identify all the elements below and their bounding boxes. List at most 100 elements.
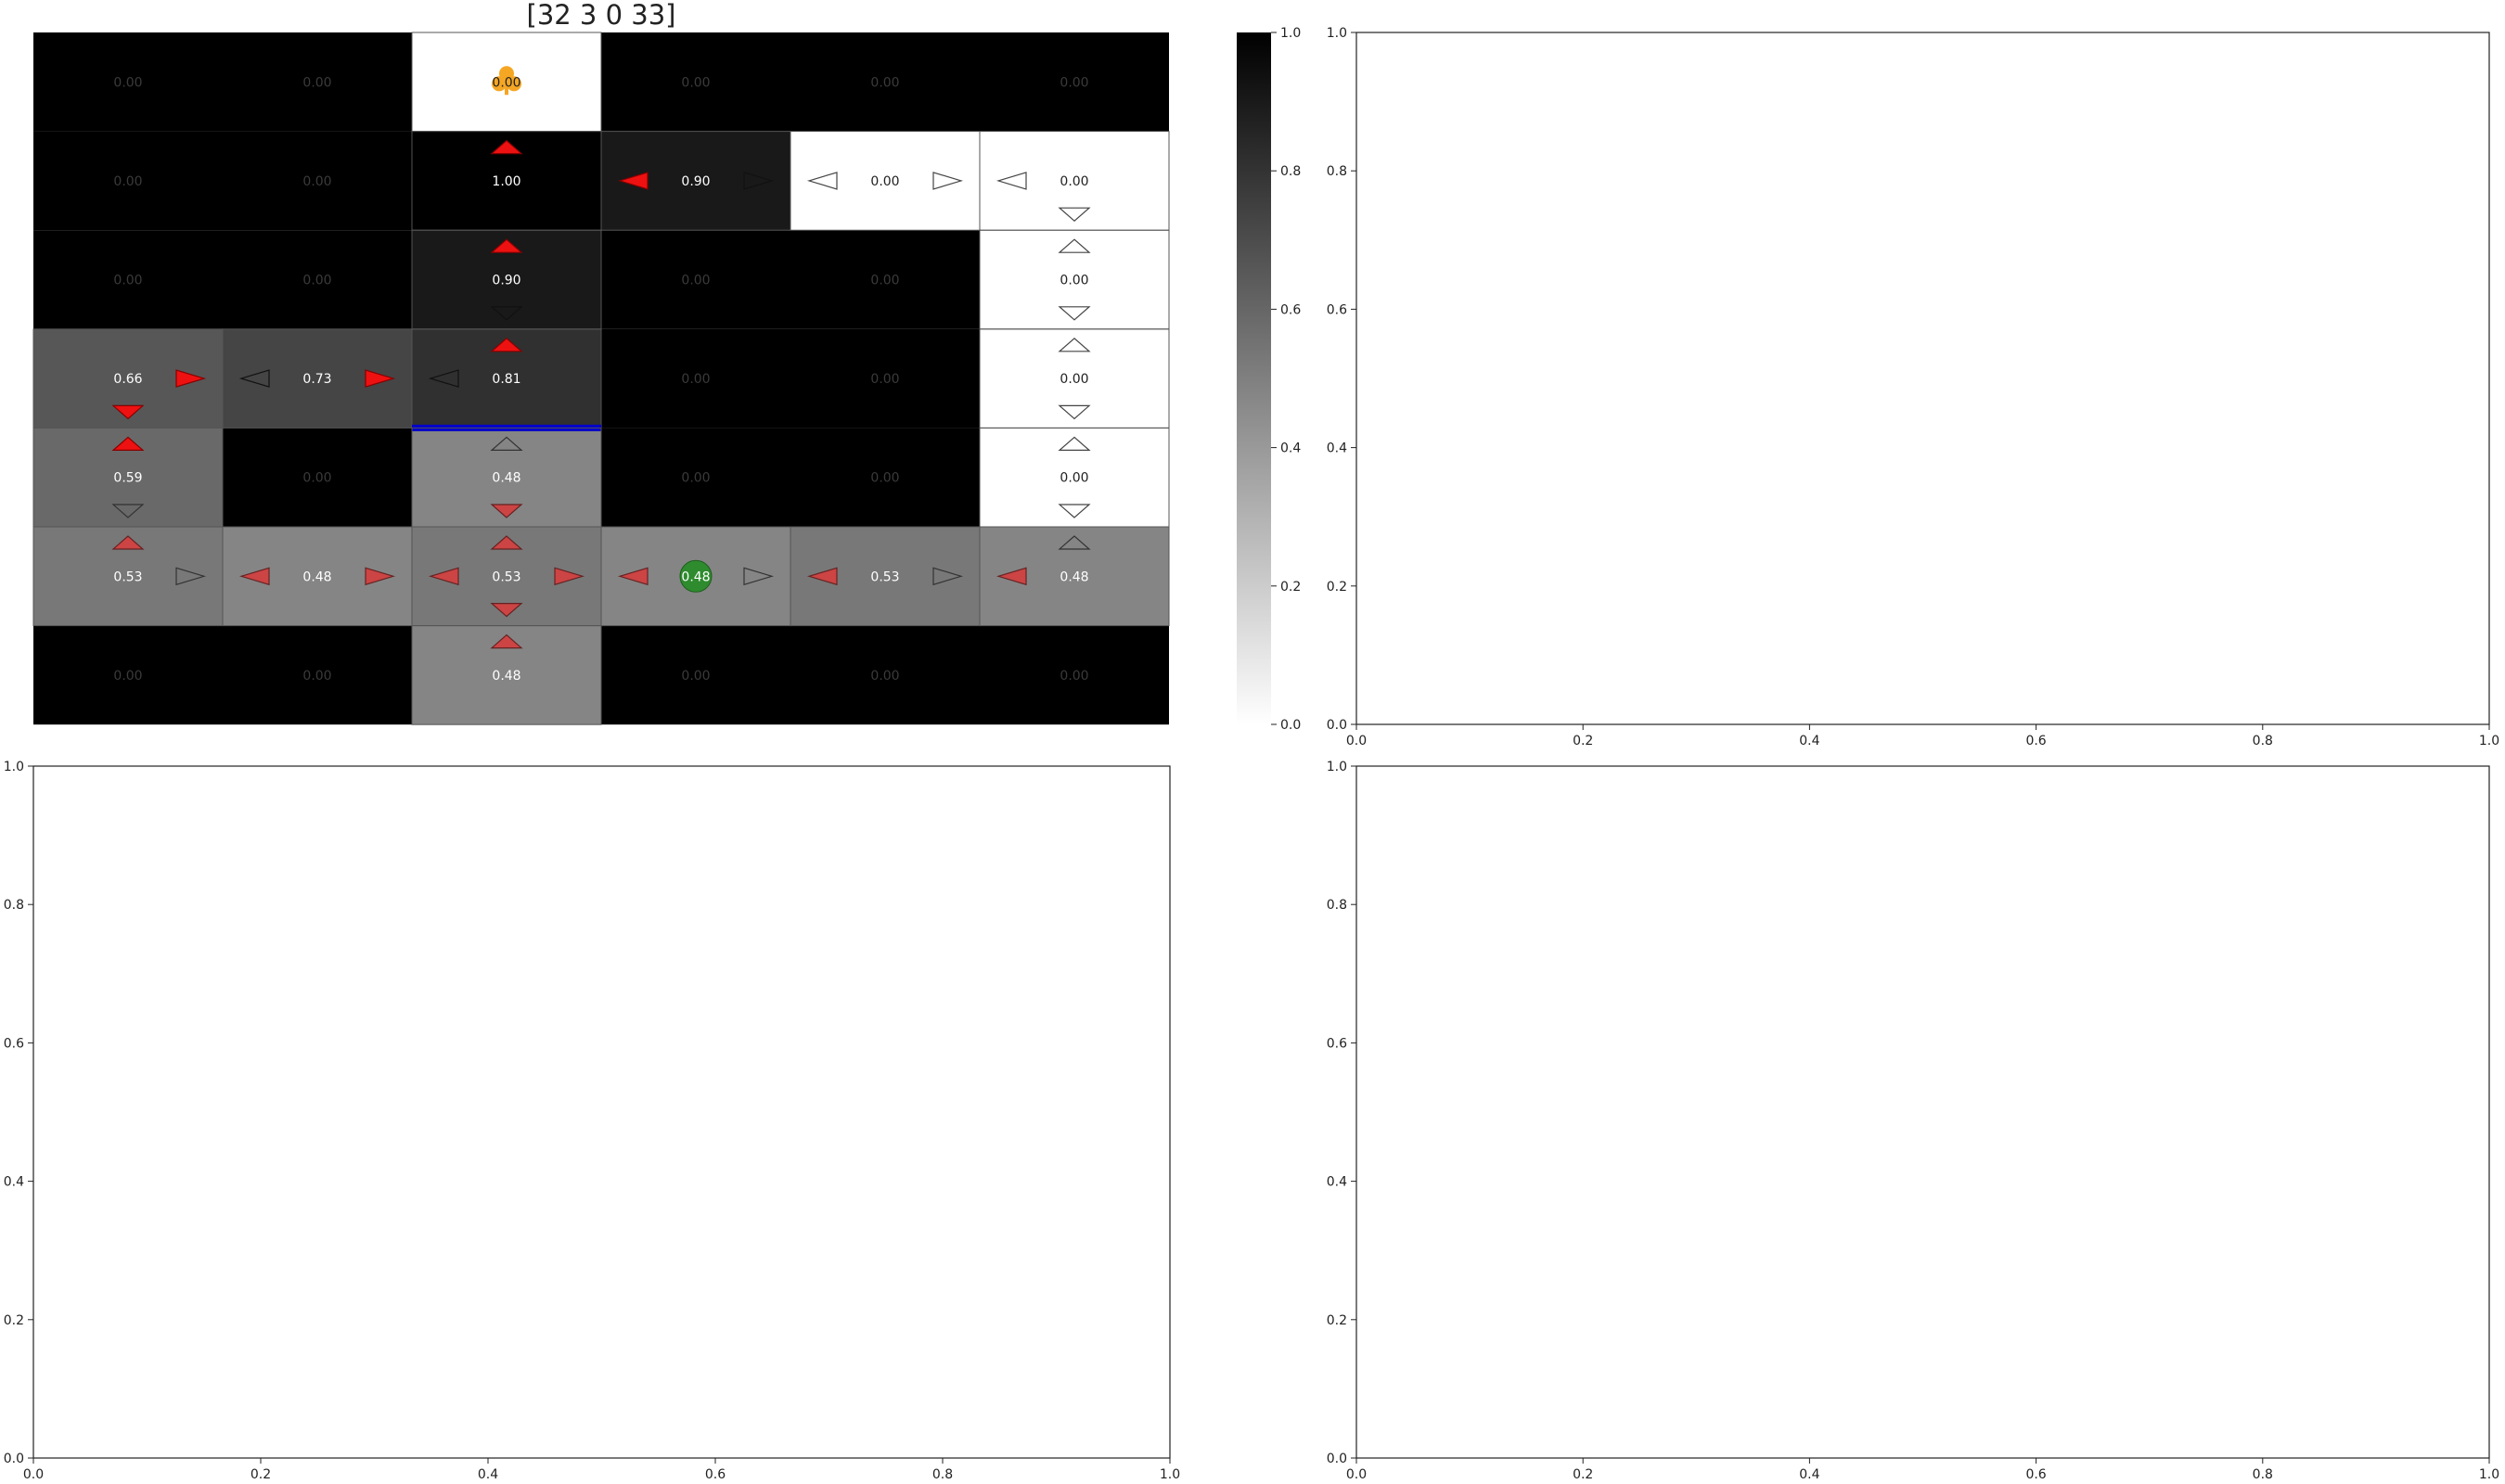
cell-value-label: 0.00 bbox=[870, 471, 899, 486]
arrow-up-icon bbox=[490, 338, 523, 352]
agent-marker bbox=[679, 559, 713, 593]
cell-value-label: 0.00 bbox=[870, 669, 899, 684]
arrow-right-icon bbox=[175, 369, 207, 388]
grid-cell bbox=[790, 428, 980, 527]
arrow-down-icon bbox=[1058, 404, 1091, 420]
arrow-up-icon bbox=[111, 535, 145, 550]
colorbar-tick-label: 0.8 bbox=[1280, 164, 1301, 179]
arrow-left-icon bbox=[238, 369, 270, 388]
y-tick-label: 0.0 bbox=[1327, 718, 1347, 733]
cell-value-label: 0.00 bbox=[681, 75, 710, 90]
cell-value-label: 0.00 bbox=[302, 75, 331, 90]
colorbar-tick-label: 0.4 bbox=[1280, 441, 1301, 456]
colorbar-tick-label: 0.2 bbox=[1280, 580, 1301, 595]
arrow-down-icon bbox=[1058, 504, 1091, 518]
cell-value-label: 0.00 bbox=[492, 75, 520, 90]
cell-value-label: 0.90 bbox=[681, 174, 710, 189]
grid-cell bbox=[223, 32, 412, 132]
x-tick-label: 0.6 bbox=[2025, 734, 2046, 748]
y-tick-label: 0.2 bbox=[1327, 1313, 1347, 1328]
y-tick-label: 0.0 bbox=[4, 1452, 24, 1466]
cell-border bbox=[411, 625, 602, 725]
x-tick-label: 0.8 bbox=[2253, 734, 2273, 748]
arrow-down-icon bbox=[1058, 306, 1091, 321]
x-tick-label: 0.0 bbox=[1346, 734, 1367, 748]
grid-cell bbox=[601, 428, 790, 527]
cell-value-label: 0.00 bbox=[113, 174, 142, 189]
x-tick-label: 0.0 bbox=[23, 1467, 44, 1482]
grid-cell bbox=[980, 32, 1169, 132]
arrow-up-icon bbox=[1058, 238, 1091, 253]
arrow-up-icon bbox=[1058, 535, 1091, 550]
colorbar-tick-label: 0.0 bbox=[1280, 718, 1301, 733]
cell-value-label: 0.00 bbox=[302, 471, 331, 486]
arrow-left-icon bbox=[996, 172, 1027, 190]
arrow-up-icon bbox=[1058, 436, 1091, 451]
cell-value-label: 0.00 bbox=[113, 669, 142, 684]
arrow-right-icon bbox=[932, 567, 964, 586]
colorbar-tick-label: 0.6 bbox=[1280, 302, 1301, 317]
y-tick-label: 0.4 bbox=[1327, 441, 1347, 456]
cell-value-label: 0.00 bbox=[113, 274, 142, 288]
y-tick-label: 0.2 bbox=[1327, 580, 1347, 595]
heatmap-title: [32 3 0 33] bbox=[527, 0, 676, 31]
cell-value-label: 0.00 bbox=[1060, 471, 1088, 486]
goal-club-lobe bbox=[492, 76, 507, 92]
y-tick-label: 1.0 bbox=[1327, 26, 1347, 41]
y-tick-label: 0.8 bbox=[1327, 898, 1347, 913]
y-tick-label: 0.6 bbox=[1327, 1036, 1347, 1051]
cell-value-label: 0.81 bbox=[492, 372, 520, 387]
y-tick-label: 0.0 bbox=[1327, 1452, 1347, 1466]
x-tick-label: 0.2 bbox=[1573, 734, 1593, 748]
x-tick-label: 0.6 bbox=[2025, 1467, 2046, 1482]
y-tick-label: 1.0 bbox=[4, 760, 24, 774]
arrow-right-icon bbox=[932, 172, 964, 190]
grid-cell bbox=[33, 131, 223, 231]
cell-value-label: 0.48 bbox=[1060, 569, 1088, 584]
arrow-right-icon bbox=[175, 567, 207, 586]
cell-value-label: 0.00 bbox=[1060, 75, 1088, 90]
cell-value-label: 0.00 bbox=[870, 274, 899, 288]
y-tick-label: 0.6 bbox=[4, 1036, 24, 1051]
y-tick-label: 0.4 bbox=[1327, 1175, 1347, 1190]
cell-value-label: 0.48 bbox=[302, 569, 331, 584]
arrow-up-icon bbox=[1058, 338, 1091, 352]
arrow-left-icon bbox=[617, 567, 649, 586]
arrow-left-icon bbox=[806, 172, 838, 190]
arrow-down-icon bbox=[111, 504, 145, 518]
x-tick-label: 0.0 bbox=[1346, 1467, 1367, 1482]
grid-cell bbox=[790, 328, 980, 429]
grid-cell bbox=[223, 625, 412, 725]
y-tick-label: 0.4 bbox=[4, 1175, 24, 1190]
y-tick-label: 0.8 bbox=[1327, 164, 1347, 179]
arrow-down-icon bbox=[490, 306, 523, 321]
arrow-up-icon bbox=[490, 436, 523, 451]
cell-value-label: 0.00 bbox=[1060, 274, 1088, 288]
arrow-left-icon bbox=[806, 567, 838, 586]
axes-frame bbox=[1355, 765, 2490, 1459]
cell-value-label: 0.73 bbox=[302, 372, 331, 387]
arrow-left-icon bbox=[996, 567, 1027, 586]
grid-cell bbox=[601, 230, 790, 329]
arrow-right-icon bbox=[743, 172, 775, 190]
heatmap-markers bbox=[492, 66, 713, 593]
grid-cell bbox=[790, 625, 980, 725]
arrow-up-icon bbox=[490, 535, 523, 550]
grid-cell bbox=[223, 230, 412, 329]
cell-value-label: 0.48 bbox=[492, 471, 520, 486]
arrow-down-icon bbox=[111, 404, 145, 420]
x-tick-label: 0.2 bbox=[250, 1467, 271, 1482]
axes-frame bbox=[1355, 32, 2490, 725]
colorbar: 0.00.20.40.60.81.0 bbox=[1237, 26, 1301, 733]
cell-border bbox=[979, 526, 1170, 627]
x-tick-label: 0.8 bbox=[932, 1467, 953, 1482]
grid-cell bbox=[601, 32, 790, 132]
arrow-down-icon bbox=[1058, 207, 1091, 222]
cell-value-label: 0.66 bbox=[113, 372, 142, 387]
cell-value-label: 0.00 bbox=[681, 372, 710, 387]
axes-frame bbox=[32, 765, 1171, 1459]
goal-club-lobe bbox=[507, 76, 521, 92]
